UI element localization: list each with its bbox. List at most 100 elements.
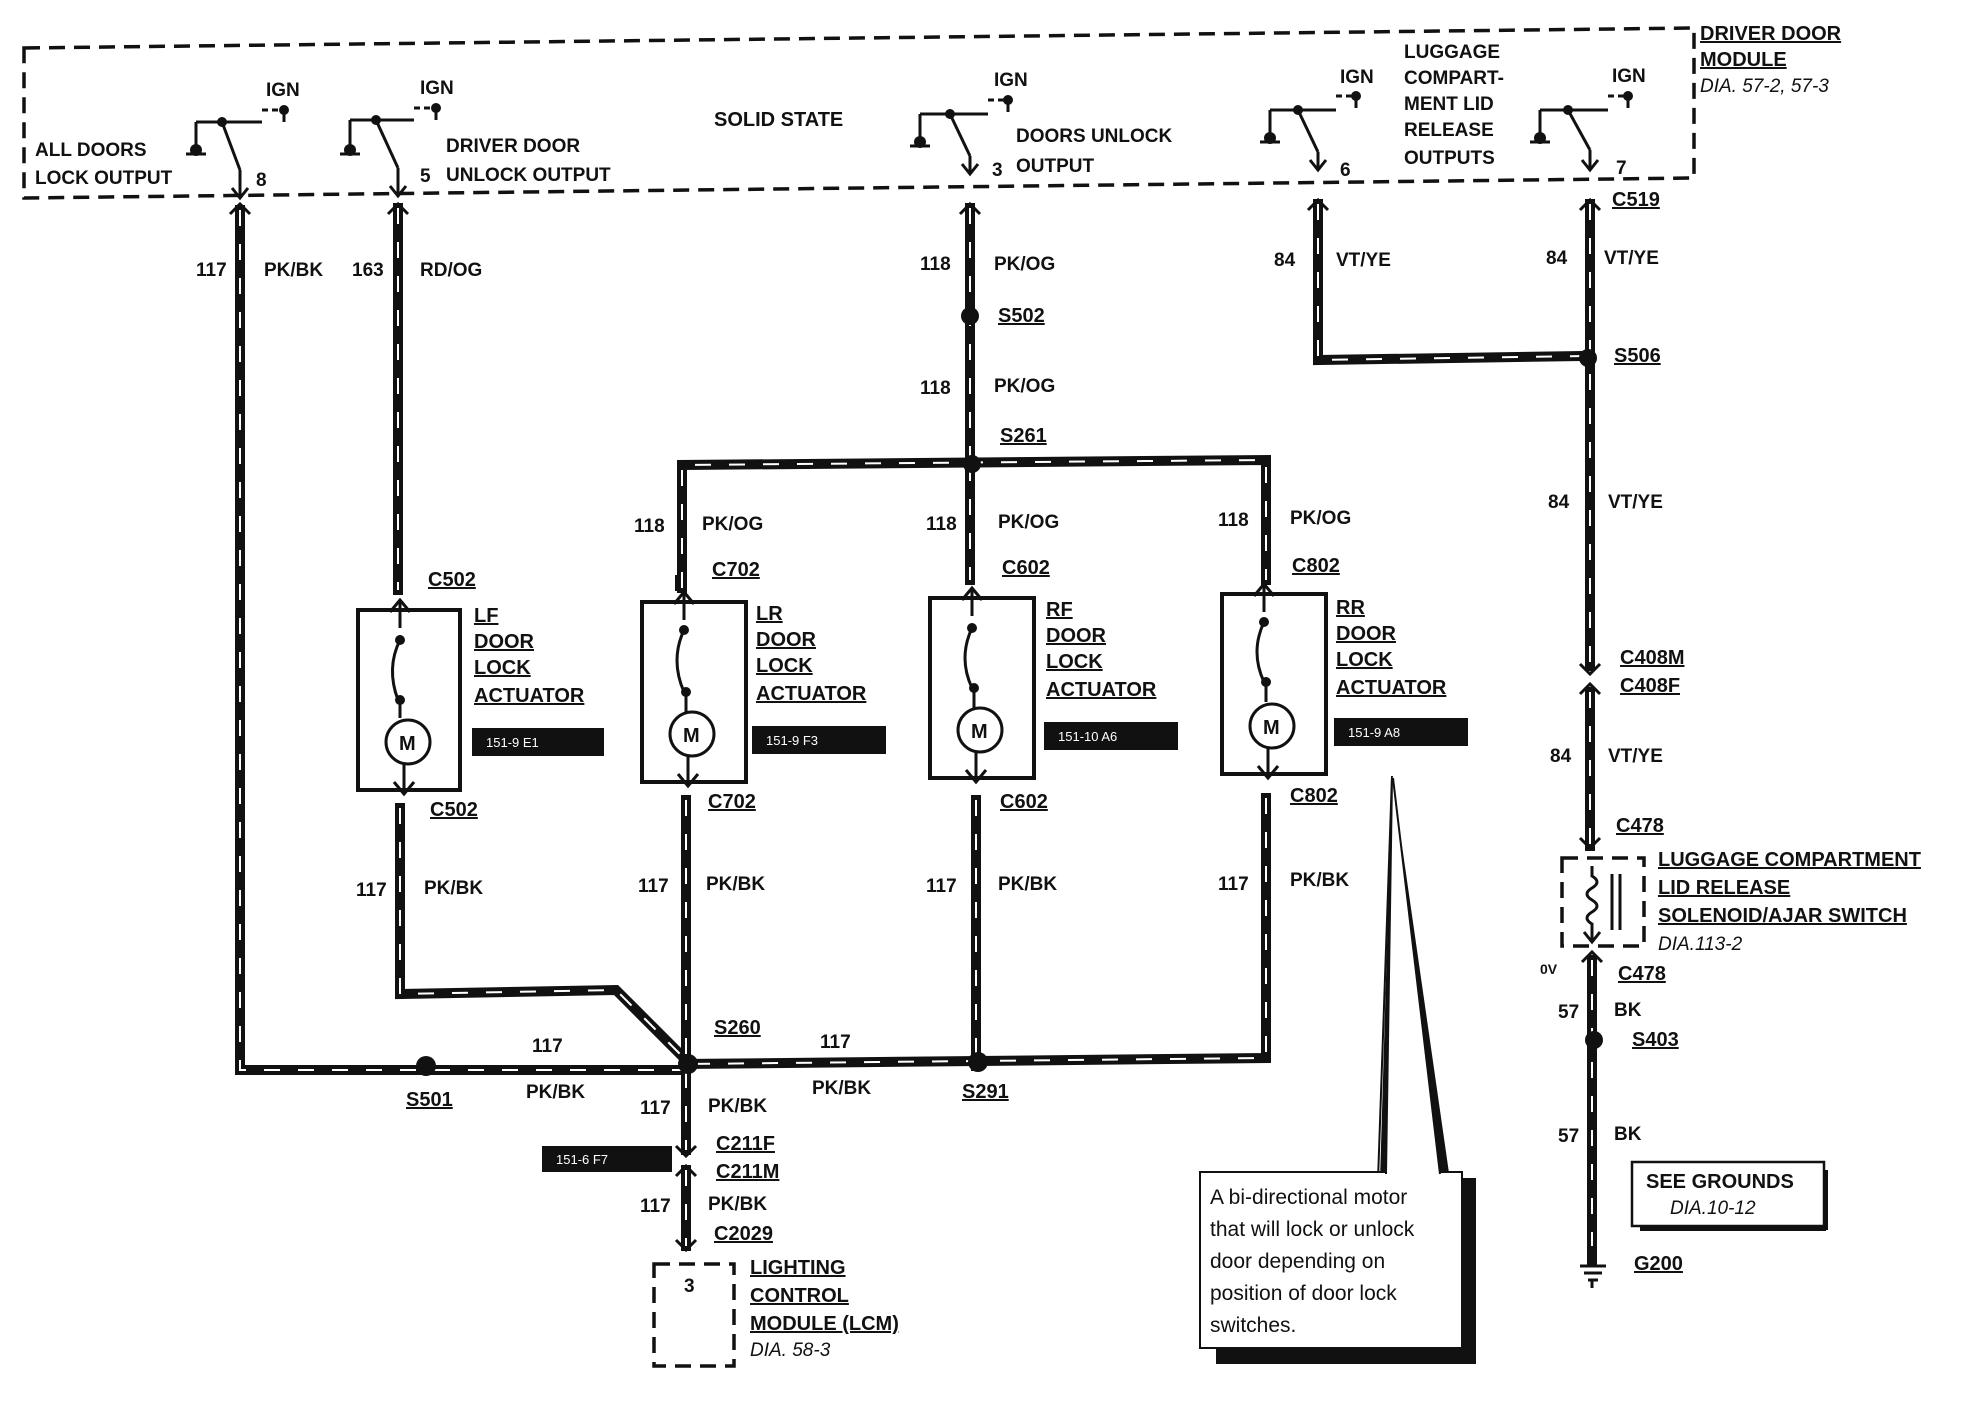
wire-label-118: 118 [920,254,951,275]
lcm-label-3: MODULE (LCM) [750,1313,899,1335]
wire-color-bk: BK [1614,1000,1642,1021]
splice-s403 [1585,1031,1603,1049]
wire-84-luggage-6 [1313,199,1592,366]
wire-label-118: 118 [920,378,951,399]
wire-color-pkbk: PK/BK [708,1194,767,1215]
lf-label-2: DOOR [474,631,535,653]
see-grounds-box: SEE GROUNDS DIA.10-12 [1630,1160,1828,1231]
doors-unlock-label-2: OUTPUT [1016,156,1095,177]
s502-label: S502 [998,305,1045,327]
note-line-2: that will lock or unlock [1210,1218,1415,1241]
wire-label-117: 117 [926,876,957,897]
luggage-label-5: OUTPUTS [1404,148,1495,169]
switch-doors-unlock: IGN 3 [910,70,1028,181]
motor-symbol: M [1263,717,1280,739]
ground-g200: G200 [1580,1253,1683,1288]
c211-ref-tag [542,1146,672,1172]
lighting-control-module: 3 LIGHTING CONTROL MODULE (LCM) DIA. 58-… [652,1257,899,1368]
c602-bottom-label: C602 [1000,791,1048,813]
rf-label-1: RF [1046,599,1073,621]
lf-door-lock-actuator: M LF DOOR LOCK ACTUATOR 151-9 E1 [356,597,604,797]
ign-label: IGN [420,78,454,99]
rr-door-lock-actuator: M RR DOOR LOCK ACTUATOR 151-9 A8 [1220,581,1468,781]
wire-label-57: 57 [1558,1126,1579,1147]
ign-label: IGN [1612,66,1646,87]
rr-label-1: RR [1336,597,1365,619]
wire-117-all-doors-lock [235,205,691,1075]
wire-color-bk: BK [1614,1124,1642,1145]
c802-bottom-label: C802 [1290,785,1338,807]
wire-label-117: 117 [1218,874,1249,895]
rf-door-lock-actuator: M RF DOOR LOCK ACTUATOR 151-10 A6 [928,585,1178,785]
wire-color-pkbk: PK/BK [264,260,323,281]
lr-door-lock-actuator: M LR DOOR LOCK ACTUATOR 151-9 F3 [640,589,886,789]
lf-label-4: ACTUATOR [474,685,585,707]
switch-luggage-6: IGN 6 [1260,67,1374,181]
c702-bottom-label: C702 [708,791,756,813]
lcm-dia: DIA. 58-3 [750,1340,831,1361]
module-title-2: MODULE [1700,49,1787,71]
luggage-label-2: COMPART- [1404,68,1504,89]
rf-ref: 151-10 A6 [1058,729,1117,744]
lf-label-1: LF [474,605,498,627]
wire-color-pkog: PK/OG [998,512,1059,533]
wire-color-vtye: VT/YE [1608,492,1663,513]
wire-color-pkbk: PK/BK [1290,870,1349,891]
rf-label-4: ACTUATOR [1046,679,1157,701]
c802-top-label: C802 [1292,555,1340,577]
c2029-label: C2029 [714,1223,773,1245]
c502-top-label: C502 [428,569,476,591]
wire-label-84: 84 [1548,492,1570,513]
note-line-4: position of door lock [1210,1282,1397,1305]
wire-color-pkbk: PK/BK [998,874,1057,895]
c211-ref: 151-6 F7 [556,1152,608,1167]
wire-label-118: 118 [634,516,665,537]
c408f-label: C408F [1620,675,1680,697]
lf-label-3: LOCK [474,657,531,679]
wire-label-117: 117 [356,880,387,901]
rr-ref: 151-9 A8 [1348,725,1400,740]
splice-s501 [416,1056,436,1076]
wire-label-118: 118 [1218,510,1249,531]
wire-color-vtye: VT/YE [1336,250,1391,271]
luggage-label-1: LUGGAGE [1404,42,1500,63]
wire-color-vtye: VT/YE [1608,746,1663,767]
connector-marks [228,197,1604,1253]
lcm-pin: 3 [684,1276,695,1297]
wire-color-vtye: VT/YE [1604,248,1659,269]
rr-label-3: LOCK [1336,649,1393,671]
pin-8: 8 [256,170,267,191]
wire-color-pkbk: PK/BK [424,878,483,899]
splice-s502 [961,307,979,325]
rr-label-2: DOOR [1336,623,1397,645]
splice-s506 [1579,349,1597,367]
zero-volt-label: 0V [1540,961,1558,977]
s261-label: S261 [1000,425,1047,447]
lr-label-4: ACTUATOR [756,683,867,705]
splice-s291 [968,1052,988,1072]
ign-label: IGN [994,70,1028,91]
wire-label-84: 84 [1546,248,1568,269]
motor-symbol: M [971,721,988,743]
wire-color-pkbk: PK/BK [708,1096,767,1117]
wire-118-distribution [677,454,1271,593]
lr-label-3: LOCK [756,655,813,677]
note-line-1: A bi-directional motor [1210,1186,1407,1209]
lr-label-1: LR [756,603,783,625]
luggage-label-3: MENT LID [1404,94,1494,115]
note-callout: A bi-directional motor that will lock or… [1199,775,1476,1364]
splice-s260 [678,1054,698,1074]
g200-label: G200 [1634,1253,1683,1275]
wire-label-117: 117 [196,260,227,281]
s260-label: S260 [714,1017,761,1039]
wire-color-pkog: PK/OG [1290,508,1351,529]
solenoid-label-3: SOLENOID/AJAR SWITCH [1658,905,1907,927]
luggage-solenoid: LUGGAGE COMPARTMENT LID RELEASE SOLENOID… [1540,849,1921,977]
lcm-label-1: LIGHTING [750,1257,846,1279]
wire-color-pkbk: PK/BK [706,874,765,895]
c211m-label: C211M [716,1161,779,1183]
wire-label-117: 117 [820,1032,851,1053]
solenoid-dia: DIA.113-2 [1658,934,1743,955]
motor-symbol: M [683,725,700,747]
pin-7: 7 [1616,158,1627,179]
